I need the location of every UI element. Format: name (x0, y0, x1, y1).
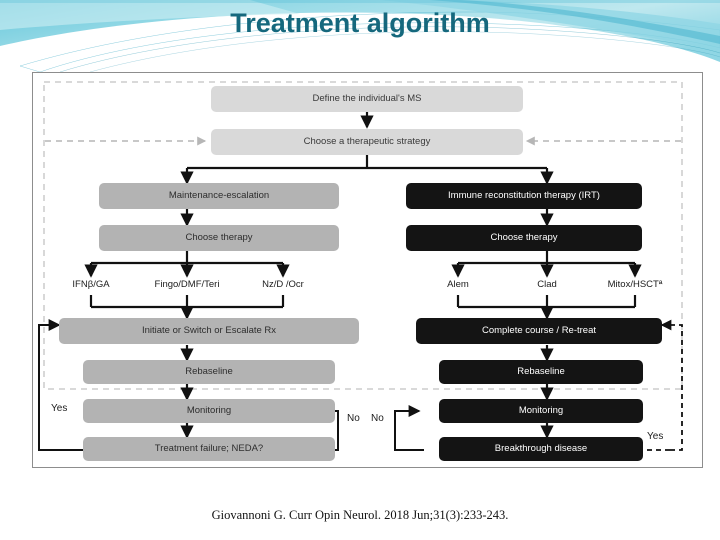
drug-label-mitox-hsct: Mitox/HSCTª (607, 279, 663, 290)
node-complete-course-retreat[interactable]: Complete course / Re-treat (416, 318, 662, 344)
drug-label-fingo-dmf-teri: Fingo/DMF/Teri (154, 279, 220, 290)
node-label: Complete course / Re-treat (481, 325, 597, 337)
drug-label-clad: Clad (537, 279, 557, 290)
label-left-yes: Yes (51, 403, 68, 414)
node-treatment-failure-neda[interactable]: Treatment failure; NEDA? (83, 437, 335, 461)
node-label: Choose therapy (185, 232, 253, 244)
node-choose-therapy-right[interactable]: Choose therapy (406, 225, 642, 251)
flowchart-connectors (38, 81, 683, 451)
label-left-no: No (347, 413, 360, 424)
node-maintenance-escalation[interactable]: Maintenance-escalation (99, 183, 339, 209)
node-label: Initiate or Switch or Escalate Rx (141, 325, 277, 337)
node-initiate-switch-escalate[interactable]: Initiate or Switch or Escalate Rx (59, 318, 359, 344)
node-label: Breakthrough disease (494, 443, 588, 455)
node-label: Choose therapy (490, 232, 558, 244)
citation-text: Giovannoni G. Curr Opin Neurol. 2018 Jun… (211, 508, 509, 522)
node-label: Define the individual's MS (312, 93, 422, 105)
node-label: Maintenance-escalation (168, 190, 270, 202)
node-label: Monitoring (186, 405, 232, 417)
node-label: Rebaseline (517, 366, 565, 378)
drug-label-ifnb-ga: IFNβ/GA (72, 279, 110, 290)
node-label: Immune reconstitution therapy (IRT) (448, 190, 600, 202)
slide-title: Treatment algorithm (230, 8, 490, 38)
node-rebaseline-right[interactable]: Rebaseline (439, 360, 643, 384)
label-right-yes: Yes (647, 431, 664, 442)
node-choose-therapy-left[interactable]: Choose therapy (99, 225, 339, 251)
node-label: Choose a therapeutic strategy (303, 136, 431, 148)
node-label: Monitoring (518, 405, 564, 417)
node-choose-strategy[interactable]: Choose a therapeutic strategy (211, 129, 523, 155)
node-define-ms[interactable]: Define the individual's MS (211, 86, 523, 112)
node-label: Rebaseline (185, 366, 233, 378)
label-right-no: No (371, 413, 384, 424)
drug-label-alem: Alem (447, 279, 469, 290)
node-monitoring-right[interactable]: Monitoring (439, 399, 643, 423)
node-breakthrough-disease[interactable]: Breakthrough disease (439, 437, 643, 461)
drug-label-nz-d-ocr: Nz/D /Ocr (262, 279, 304, 290)
node-immune-reconstitution-therapy[interactable]: Immune reconstitution therapy (IRT) (406, 183, 642, 209)
node-monitoring-left[interactable]: Monitoring (83, 399, 335, 423)
node-rebaseline-left[interactable]: Rebaseline (83, 360, 335, 384)
figure-frame: Define the individual's MS Choose a ther… (32, 72, 703, 468)
slide-header-decoration (0, 0, 720, 72)
flowchart: Define the individual's MS Choose a ther… (33, 73, 702, 467)
node-label: Treatment failure; NEDA? (154, 443, 264, 455)
